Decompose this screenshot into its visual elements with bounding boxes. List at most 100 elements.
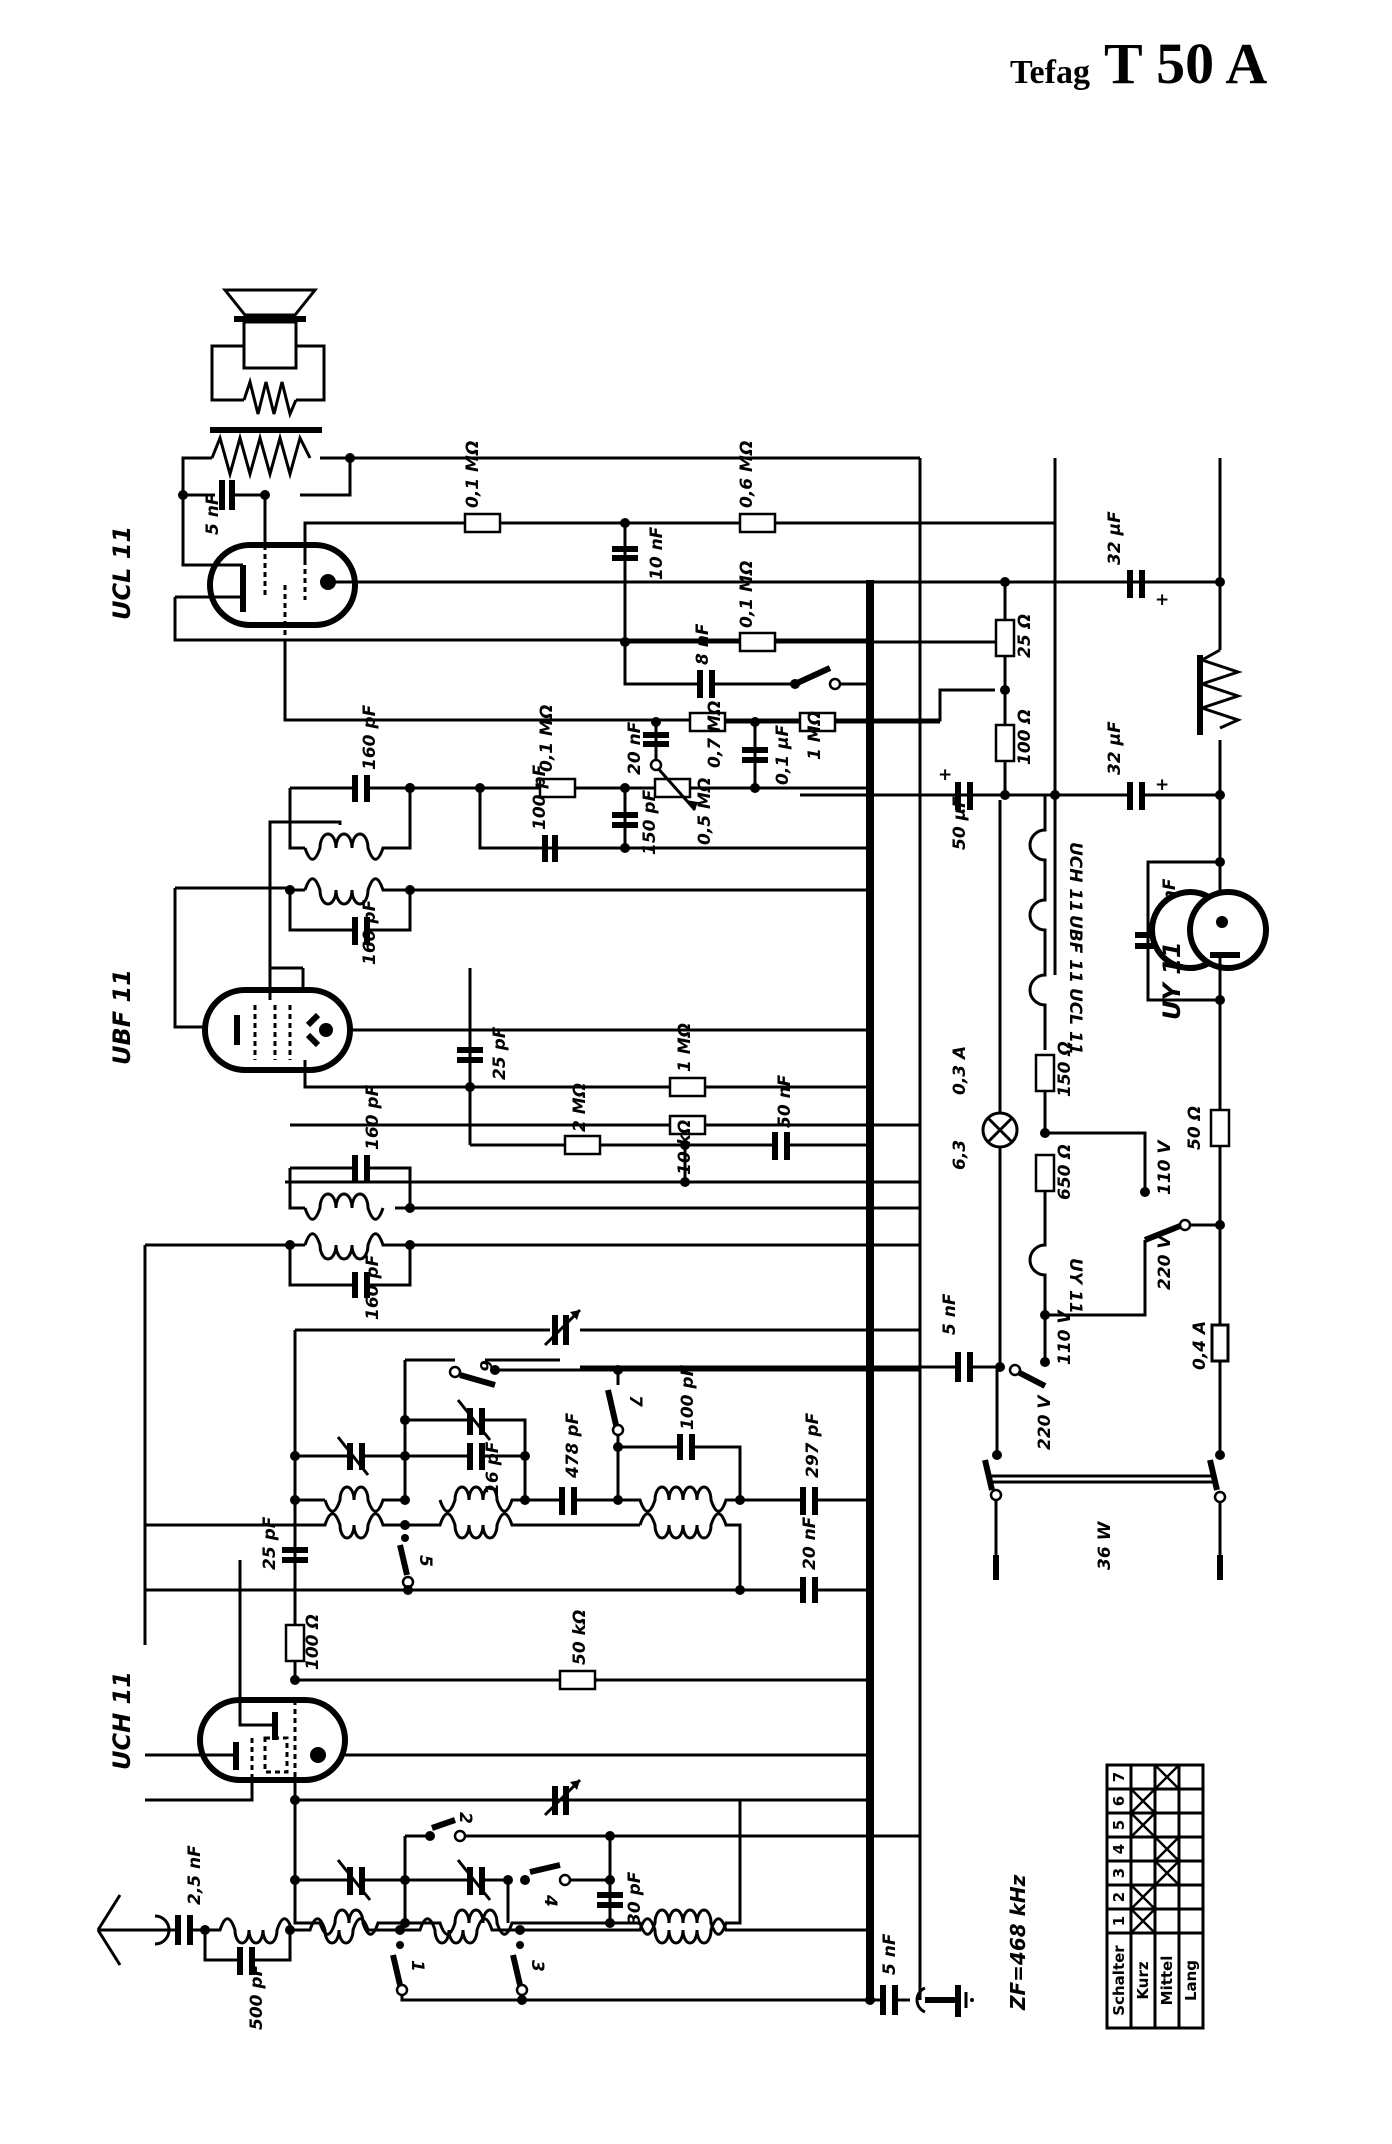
brand-name: Tefag — [1010, 54, 1090, 91]
voltage-selector-switch-a[interactable] — [1143, 1223, 1182, 1243]
switch-table-column-5: 5 — [1110, 1820, 1128, 1830]
cap-if3-label: 160 pF — [363, 1084, 383, 1150]
variable-capacitor-rf[interactable] — [543, 1778, 582, 1817]
v110-b-label: 110 V — [1055, 1309, 1075, 1365]
switch-closed-mark — [1154, 1764, 1180, 1790]
resistor-r-top2 — [738, 512, 777, 534]
coil-feedback-3 — [638, 1512, 742, 1578]
switch-1-label: 1 — [407, 1960, 427, 1972]
switch-table-row-kurz: Kurz — [1134, 1961, 1152, 1999]
switch-3[interactable] — [510, 1954, 523, 1986]
resistor-2m — [563, 1134, 602, 1156]
cap-32uf-b-label: 32 µF — [1105, 721, 1125, 775]
model-name: T 50 A — [1103, 31, 1268, 96]
resistor-r-top2-label: 0,6 MΩ — [737, 441, 757, 508]
fuse-icon — [1210, 1323, 1230, 1363]
coil-antenna-3 — [520, 1917, 870, 1945]
tube-uy11 — [1149, 889, 1270, 972]
tube-ubf11-label: UBF 11 — [108, 969, 136, 1065]
switch-5[interactable] — [397, 1544, 410, 1576]
switch-table-column-3: 3 — [1110, 1868, 1128, 1878]
resistor-100ohm-label: 100 Ω — [1015, 709, 1035, 765]
switch-6[interactable] — [459, 1372, 496, 1388]
resistor-10k — [668, 1114, 707, 1136]
switch-table-row-lang: Lang — [1182, 1960, 1200, 2001]
output-transformer-primary — [210, 432, 312, 480]
switch-closed-mark — [1154, 1860, 1180, 1886]
resistor-650ohm-label: 650 Ω — [1055, 1144, 1075, 1200]
switch-1[interactable] — [390, 1954, 403, 1986]
switch-4[interactable] — [529, 1862, 561, 1875]
switch-3-label: 3 — [527, 1960, 547, 1972]
variable-capacitor-osc[interactable] — [543, 1308, 582, 1347]
mains-switch[interactable] — [982, 1459, 1227, 1580]
switch-table-column-7: 7 — [1110, 1772, 1128, 1782]
resistor-50k-label: 50 kΩ — [570, 1610, 590, 1665]
resistor-1m-audio-label: 1 MΩ — [805, 711, 825, 760]
cap-01uf-label: 0,1 µF — [773, 724, 793, 785]
cap-ground-label: 5 nF — [880, 1933, 900, 1975]
cap-tone-label: 8 nF — [693, 623, 713, 665]
power-rating-label: 36 W — [1095, 1520, 1115, 1570]
coil-input-2 — [405, 1908, 610, 1936]
tube-ubf11 — [202, 987, 353, 1073]
cap-mains-label: 5 nF — [940, 1293, 960, 1335]
coil-feedback-1 — [145, 1512, 405, 1540]
lamp-current-label: 0,3 A — [950, 1046, 970, 1095]
heater-uch11-label: UCH 11 — [1065, 842, 1085, 912]
coil-input-3 — [610, 1800, 742, 1936]
resistor-100ohm-rf — [284, 1623, 306, 1663]
cap-297pf-label: 297 pF — [803, 1412, 823, 1478]
v110-a-label: 110 V — [1155, 1139, 1175, 1195]
output-wires — [181, 456, 920, 497]
tone-switch — [793, 665, 832, 687]
switch-closed-mark — [1154, 1836, 1180, 1862]
resistor-650ohm — [1034, 1153, 1056, 1193]
heater-uy11-label: UY 11 — [1065, 1258, 1085, 1314]
switch-closed-mark — [1130, 1908, 1156, 1934]
tube-uy11-label: UY 11 — [1158, 941, 1186, 1020]
voltage-selector-switch-b[interactable] — [1016, 1369, 1047, 1389]
if-frequency-label: ZF=468 kHz — [1006, 1874, 1030, 2011]
resistor-100ohm-rf-label: 100 Ω — [303, 1614, 323, 1670]
resistor-det-label: 0,1 MΩ — [537, 705, 557, 772]
resistor-25ohm — [994, 618, 1016, 658]
resistor-r-mid — [738, 631, 777, 653]
cap-16pf-label: 16 pF — [483, 1441, 503, 1495]
switch-table-row-mittel: Mittel — [1158, 1956, 1176, 2006]
resistor-50k — [558, 1669, 597, 1691]
resistor-100ohm — [994, 723, 1016, 763]
tube-ucl11-label: UCL 11 — [108, 526, 136, 620]
ground-icon — [915, 1985, 974, 2017]
lamp-voltage-label: 6,3 — [950, 1140, 970, 1170]
resistor-1m-if-label: 1 MΩ — [675, 1023, 695, 1072]
cap-if1-label: 160 pF — [360, 704, 380, 770]
tube-uch11 — [197, 1697, 348, 1785]
resistor-1m-if — [668, 1076, 707, 1098]
coil-antenna-2 — [400, 1917, 520, 1945]
switch-7[interactable] — [605, 1389, 619, 1426]
cap-coupling-label: 10 nF — [647, 526, 667, 580]
resistor-det — [538, 777, 577, 799]
switch-2[interactable] — [431, 1817, 456, 1831]
resistor-150ohm — [1034, 1053, 1056, 1093]
schematic-title: Tefag T 50 A — [1010, 30, 1267, 97]
coil-osc-3 — [618, 1485, 740, 1513]
cap-100pf-label: 100 pF — [678, 1364, 698, 1430]
switch-table-column-6: 6 — [1110, 1796, 1128, 1806]
coil-osc-1 — [323, 1485, 405, 1513]
svg-text:+: + — [1155, 775, 1169, 795]
v220-a-label: 220 V — [1155, 1234, 1175, 1290]
coil-input-1 — [318, 1908, 405, 1936]
switch-5-label: 5 — [415, 1555, 435, 1567]
volume-potentiometer[interactable] — [653, 764, 698, 811]
switch-table-column-4: 4 — [1110, 1844, 1128, 1854]
resistor-r-top1-label: 0,1 MΩ — [463, 441, 483, 508]
cap-150pf-label: 150 pF — [640, 789, 660, 855]
resistor-07-label: 0,7 MΩ — [705, 701, 725, 768]
v220-b-label: 220 V — [1035, 1394, 1055, 1450]
resistor-r-top1 — [463, 512, 502, 534]
switch-closed-mark — [1130, 1812, 1156, 1838]
coil-feedback-2 — [405, 1512, 640, 1540]
